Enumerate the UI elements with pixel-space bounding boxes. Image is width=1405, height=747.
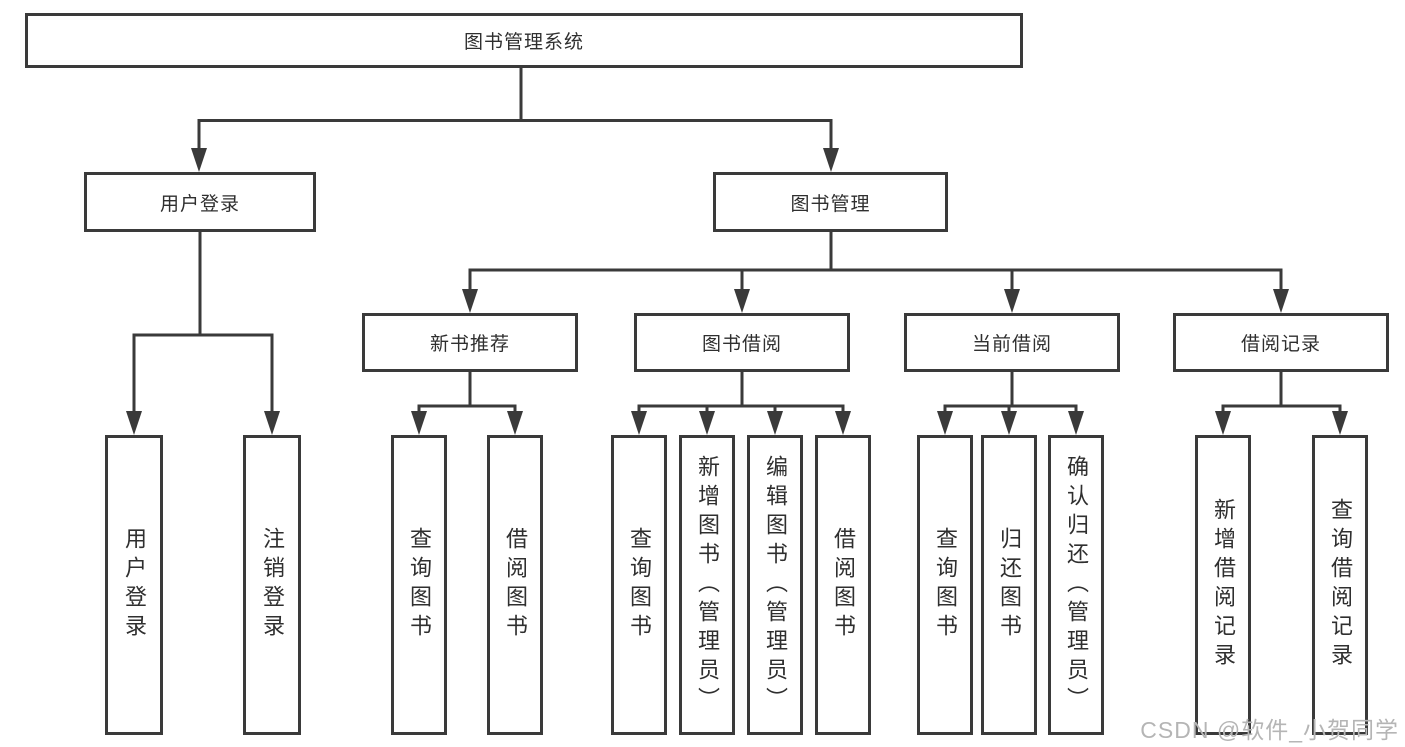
node-borrow-records: 借阅记录 [1173,313,1389,372]
node-current-borrow-label: 当前借阅 [971,334,1052,355]
leaf-current-return-books: 归还图书 [981,435,1037,735]
leaf-current-query-books: 查询图书 [917,435,973,735]
leaf-borrow-query-books-label: 查询图书 [627,527,652,643]
leaf-records-query-record: 查询借阅记录 [1312,435,1368,735]
node-user-login: 用户登录 [84,172,316,232]
leaf-logout-label: 注销登录 [260,527,285,643]
leaf-borrow-edit-books-admin: 编辑图书（管理员） [747,435,803,735]
node-root: 图书管理系统 [25,13,1023,68]
node-book-borrow: 图书借阅 [634,313,850,372]
leaf-borrow-edit-books-admin-label: 编辑图书（管理员） [763,454,788,716]
leaf-newrec-query-books: 查询图书 [391,435,447,735]
leaf-user-login-label: 用户登录 [122,527,147,643]
node-current-borrow: 当前借阅 [904,313,1120,372]
watermark: CSDN @软件_小贺同学 [1140,717,1399,743]
leaf-records-query-record-label: 查询借阅记录 [1328,498,1353,672]
leaf-borrow-query-books: 查询图书 [611,435,667,735]
leaf-borrow-add-books-admin-label: 新增图书（管理员） [695,454,720,716]
node-user-login-label: 用户登录 [159,193,240,215]
leaf-borrow-borrow-books: 借阅图书 [815,435,871,735]
leaf-records-add-record-label: 新增借阅记录 [1211,498,1236,672]
leaf-current-query-books-label: 查询图书 [933,527,958,643]
leaf-current-return-books-label: 归还图书 [997,527,1022,643]
leaf-borrow-add-books-admin: 新增图书（管理员） [679,435,735,735]
leaf-user-login: 用户登录 [105,435,163,735]
leaf-current-confirm-return-admin-label: 确认归还（管理员） [1064,454,1089,716]
node-book-borrow-label: 图书借阅 [701,334,782,355]
leaf-current-confirm-return-admin: 确认归还（管理员） [1048,435,1104,735]
node-book-management: 图书管理 [713,172,948,232]
node-root-label: 图书管理系统 [463,32,584,53]
leaf-newrec-borrow-books-label: 借阅图书 [503,527,528,643]
leaf-records-add-record: 新增借阅记录 [1195,435,1251,735]
node-borrow-records-label: 借阅记录 [1240,334,1321,355]
node-new-book-recommend-label: 新书推荐 [429,334,510,355]
leaf-newrec-borrow-books: 借阅图书 [487,435,543,735]
leaf-newrec-query-books-label: 查询图书 [407,527,432,643]
node-new-book-recommend: 新书推荐 [362,313,578,372]
node-book-management-label: 图书管理 [790,193,871,215]
leaf-logout: 注销登录 [243,435,301,735]
leaf-borrow-borrow-books-label: 借阅图书 [831,527,856,643]
